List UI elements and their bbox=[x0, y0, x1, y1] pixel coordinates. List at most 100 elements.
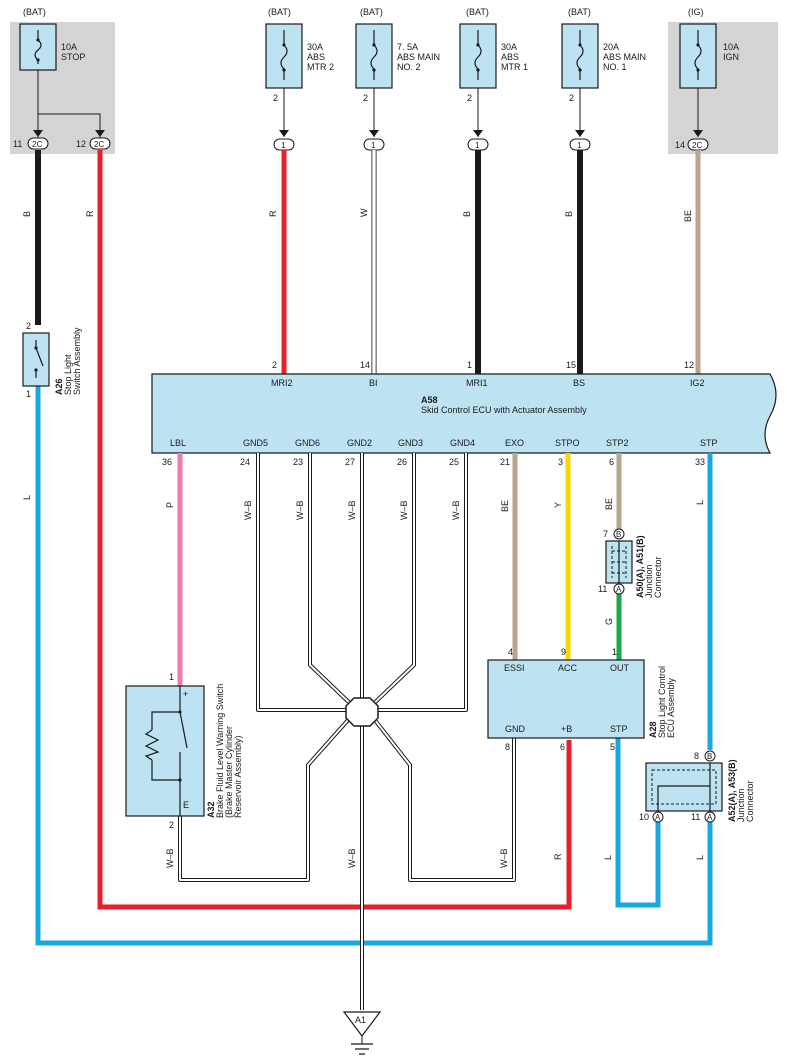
stop-ecu-pin-num: 8 bbox=[505, 742, 510, 752]
pin-11: 11 bbox=[691, 812, 700, 822]
junction2-conn-bottom: A bbox=[655, 813, 661, 822]
ecu-pin-label: STP2 bbox=[606, 438, 629, 448]
ign-fuse-name: IGN bbox=[723, 52, 739, 62]
stop-ecu-pin-num: 1 bbox=[612, 647, 617, 657]
main1-fuse-name-2: NO. 1 bbox=[603, 62, 627, 72]
pin-11: 11 bbox=[13, 139, 22, 149]
wire-color-be: BE bbox=[604, 498, 614, 510]
ecu-pin-num: 14 bbox=[360, 360, 370, 370]
pin-2: 2 bbox=[169, 820, 174, 830]
main2-fuse-name-1: ABS MAIN bbox=[397, 52, 440, 62]
pin-11: 11 bbox=[598, 584, 607, 594]
ecu-pin-num: 15 bbox=[566, 360, 576, 370]
ecu-pin-label: MRI1 bbox=[466, 378, 488, 388]
conn-1-label: 1 bbox=[371, 141, 376, 150]
conn-2c-label: 2C bbox=[32, 140, 42, 149]
ecu-pin-num: 26 bbox=[397, 457, 407, 467]
wire-color-r: R bbox=[553, 853, 563, 860]
wire-color-w: W bbox=[359, 208, 369, 217]
ecu-pin-num: 25 bbox=[449, 457, 459, 467]
wire-red-stop-loop bbox=[97, 150, 572, 910]
wire-color-r: R bbox=[85, 210, 95, 217]
wire-color-p: P bbox=[165, 502, 175, 508]
brake-switch-name-3: Reservoir Assembly) bbox=[233, 735, 243, 818]
ecu-pin-label: GND5 bbox=[243, 438, 268, 448]
fuse-icon bbox=[34, 30, 42, 64]
conn-1-label: 1 bbox=[475, 141, 480, 150]
junction2-code: A52(A), A53(B) bbox=[727, 759, 737, 822]
wire-color-wb: W–B bbox=[243, 500, 253, 520]
stop-switch-name-2: Switch Assembly bbox=[72, 327, 82, 395]
stop-switch-code: A26 bbox=[54, 378, 64, 395]
brake-switch-name-1: Brake Fluid Level Warning Switch bbox=[215, 684, 225, 818]
junction1-code: A50(A), A51(B) bbox=[635, 535, 645, 598]
ground-label: A1 bbox=[355, 1015, 366, 1025]
ground-icon bbox=[351, 1043, 373, 1055]
ecu-pin-label: STP bbox=[700, 438, 718, 448]
stop-fuse-name: STOP bbox=[61, 52, 85, 62]
main2-fuse-name-2: NO. 2 bbox=[397, 62, 421, 72]
brake-switch-name-2: (Brake Master Cylinder bbox=[224, 726, 234, 818]
ecu-pin-num: 36 bbox=[162, 457, 172, 467]
resistor-icon bbox=[144, 729, 160, 761]
ign-fuse-amp: 10A bbox=[723, 42, 739, 52]
wire-color-r: R bbox=[268, 210, 278, 217]
stop-fuse-amp: 10A bbox=[61, 42, 77, 52]
brake-switch-plus: + bbox=[183, 689, 188, 699]
main2-fuse-source: (BAT) bbox=[360, 7, 383, 17]
ecu-pin-label: GND4 bbox=[450, 438, 475, 448]
ecu-pin-num: 12 bbox=[684, 360, 694, 370]
pin-7: 7 bbox=[603, 529, 608, 539]
pin-2: 2 bbox=[569, 93, 574, 103]
ecu-pin-label: BS bbox=[573, 378, 585, 388]
wire-color-wb: W–B bbox=[499, 848, 509, 868]
pin-12: 12 bbox=[76, 139, 86, 149]
fuse-icon bbox=[474, 30, 482, 80]
wire-color-b: B bbox=[564, 211, 574, 217]
stop-ecu-pin-num: 5 bbox=[610, 742, 615, 752]
mtr1-fuse-source: (BAT) bbox=[466, 7, 489, 17]
ecu-pin-num: 2 bbox=[272, 360, 277, 370]
stop-ecu-pin-num: 6 bbox=[560, 742, 565, 752]
skid-control-ecu-box bbox=[151, 373, 777, 454]
conn-2c-label: 2C bbox=[94, 140, 104, 149]
ground-triangle bbox=[342, 1011, 382, 1037]
stop-ecu-pin-label: GND bbox=[505, 724, 526, 734]
junction1-name-1: Junction bbox=[644, 564, 654, 598]
wire-color-y: Y bbox=[553, 502, 563, 508]
pin-2: 2 bbox=[363, 93, 368, 103]
main1-fuse-amp: 20A bbox=[603, 42, 619, 52]
mtr2-fuse-source: (BAT) bbox=[268, 7, 291, 17]
pin-2: 2 bbox=[273, 93, 278, 103]
ecu-pin-num: 21 bbox=[500, 457, 510, 467]
stop-ecu-pin-label: ACC bbox=[558, 663, 578, 673]
junction2-name-2: Connector bbox=[745, 780, 755, 822]
stop-fuse-source: (BAT) bbox=[23, 7, 46, 17]
ecu-pin-label: MRI2 bbox=[271, 378, 293, 388]
ecu-pin-num: 24 bbox=[240, 457, 250, 467]
wire-color-wb: W–B bbox=[347, 848, 357, 868]
junction1-conn-bottom: A bbox=[616, 585, 622, 594]
fuse-icon bbox=[694, 30, 702, 80]
junction2-box bbox=[645, 762, 723, 812]
pin-2: 2 bbox=[26, 321, 31, 331]
ecu-pin-label: GND2 bbox=[347, 438, 372, 448]
junction2-conn-top: B bbox=[707, 752, 712, 761]
main2-fuse-amp: 7. 5A bbox=[397, 42, 418, 52]
mtr2-fuse-name-2: MTR 2 bbox=[307, 62, 334, 72]
wire-blue-stp-loop bbox=[615, 738, 661, 908]
wire-color-be: BE bbox=[500, 500, 510, 512]
pin-1: 1 bbox=[169, 672, 174, 682]
wire-color-wb: W–B bbox=[295, 500, 305, 520]
stop-ecu-pin-num: 4 bbox=[508, 647, 513, 657]
ecu-pin-label: IG2 bbox=[690, 378, 705, 388]
pin-14: 14 bbox=[675, 140, 685, 150]
stop-ecu-name-2: ECU Assembly bbox=[666, 677, 676, 738]
pin-1: 1 bbox=[26, 389, 31, 399]
stop-ecu-pin-label: +B bbox=[561, 724, 572, 734]
stop-switch-name-1: Stop Light bbox=[63, 354, 73, 395]
fuse-icon bbox=[280, 30, 288, 80]
stop-light-control-ecu-box bbox=[487, 659, 645, 739]
ecu-pin-label: EXO bbox=[505, 438, 524, 448]
stop-ecu-pin-num: 9 bbox=[561, 647, 566, 657]
